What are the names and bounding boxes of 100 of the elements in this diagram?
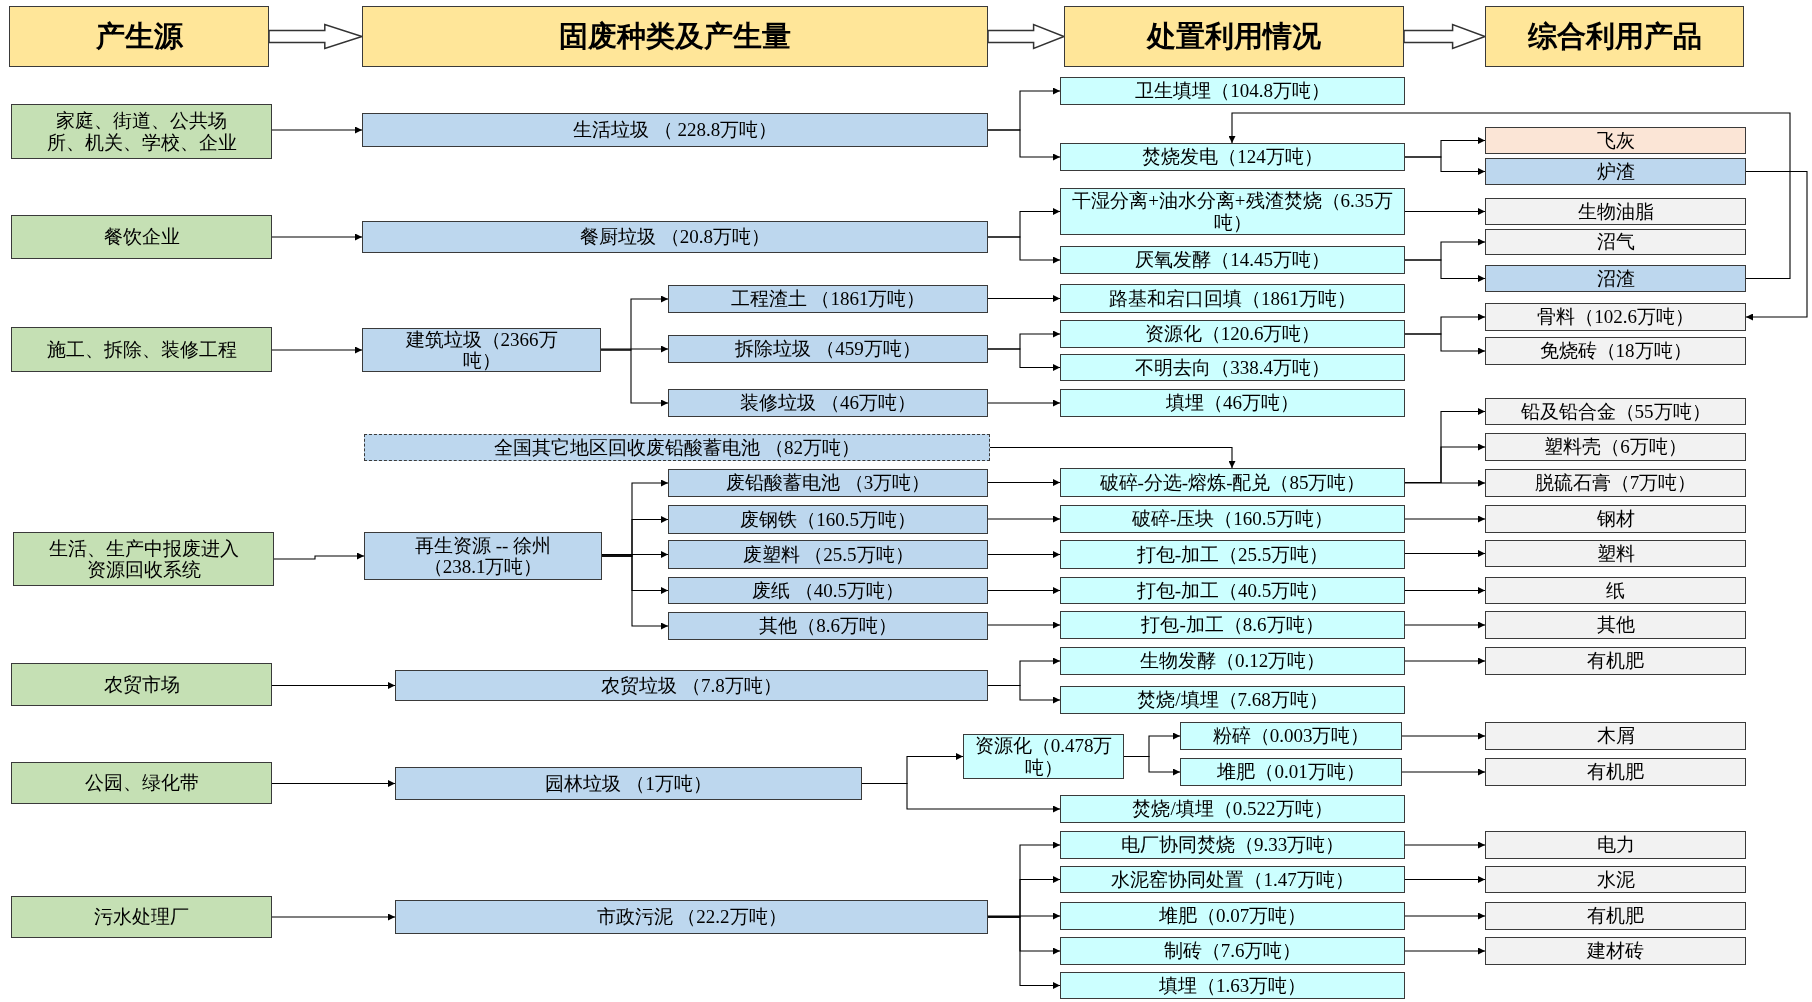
product-box: 纸: [1485, 577, 1746, 604]
process-box: 水泥窑协同处置（1.47万吨）: [1060, 866, 1405, 893]
arrow: [1401, 768, 1486, 776]
process-box: 卫生填埋（104.8万吨）: [1060, 77, 1405, 105]
arrow: [1404, 876, 1486, 883]
arrow: [987, 479, 1061, 486]
process-box: 生物发酵（0.12万吨）: [1060, 647, 1405, 675]
process-box: 资源化（120.6万吨）: [1060, 320, 1405, 348]
product-box: 铅及铅合金（55万吨）: [1485, 398, 1746, 425]
product-box: 沼气: [1485, 229, 1746, 255]
source-box: 公园、绿化带: [11, 762, 272, 804]
waste-box: 废塑料 （25.5万吨）: [668, 540, 988, 569]
hollow-arrow: [987, 23, 1067, 50]
arrow: [1404, 550, 1486, 557]
process-box: 破碎-分选-熔炼-配兑（85万吨）: [1060, 468, 1405, 497]
waste-box: 再生资源 -- 徐州（238.1万吨）: [364, 532, 602, 580]
process-box: 填埋（1.63万吨）: [1060, 972, 1405, 999]
waste-box: 拆除垃圾 （459万吨）: [668, 335, 988, 363]
arrow: [271, 682, 396, 689]
waste-box: 建筑垃圾（2366万吨）: [362, 328, 601, 372]
arrow: [1404, 947, 1486, 955]
process-box: 粉碎（0.003万吨）: [1180, 722, 1402, 750]
arrow: [1404, 156, 1486, 175]
source-box: 污水处理厂: [11, 896, 272, 938]
arrow: [987, 515, 1061, 523]
arrow: [1404, 208, 1486, 215]
arrow: [1404, 333, 1486, 355]
process-box: 电厂协同焚烧（9.33万吨）: [1060, 831, 1405, 859]
process-box: 厌氧发酵（14.45万吨）: [1060, 246, 1405, 274]
product-box: 建材砖: [1485, 937, 1746, 965]
product-box: 骨料（102.6万吨）: [1485, 303, 1746, 331]
product-box: 免烧砖（18万吨）: [1485, 337, 1746, 365]
source-box: 施工、拆除、装修工程: [11, 327, 272, 372]
column-header: 产生源: [9, 6, 269, 67]
process-box: 干湿分离+油水分离+残渣焚烧（6.35万吨）: [1060, 188, 1405, 235]
arrow: [271, 913, 396, 921]
column-header: 固废种类及产生量: [362, 6, 988, 67]
waste-box: 生活垃圾 （ 228.8万吨）: [362, 113, 988, 147]
product-box: 有机肥: [1485, 647, 1746, 675]
arrow: [987, 129, 1061, 161]
arrow: [1401, 732, 1486, 740]
arrow: [601, 551, 669, 558]
arrow: [987, 348, 1061, 371]
source-box: 家庭、街道、公共场所、机关、学校、企业: [11, 104, 272, 159]
process-box: 焚烧发电（124万吨）: [1060, 143, 1405, 171]
waste-box: 装修垃圾 （46万吨）: [668, 389, 988, 417]
product-box: 飞灰: [1485, 127, 1746, 154]
arrow: [271, 233, 363, 241]
process-box: 制砖（7.6万吨）: [1060, 937, 1405, 965]
process-box: 打包-加工（8.6万吨）: [1060, 611, 1405, 639]
arrow: [987, 295, 1061, 302]
arrow: [987, 912, 1061, 920]
process-box: 焚烧/填埋（7.68万吨）: [1060, 686, 1405, 714]
process-box: 填埋（46万吨）: [1060, 389, 1405, 417]
arrow: [987, 587, 1061, 594]
process-box: 打包-加工（40.5万吨）: [1060, 577, 1405, 604]
waste-box: 废铅酸蓄电池 （3万吨）: [668, 469, 988, 497]
arrow: [987, 236, 1061, 264]
arrow: [1745, 170, 1808, 321]
arrow: [600, 345, 669, 353]
product-box: 塑料壳（6万吨）: [1485, 433, 1746, 461]
column-header: 处置利用情况: [1064, 6, 1404, 67]
arrow: [987, 621, 1061, 629]
product-box: 木屑: [1485, 722, 1746, 750]
hollow-arrow: [268, 23, 365, 50]
arrow: [1228, 112, 1791, 280]
arrow: [271, 126, 363, 134]
product-box: 钢材: [1485, 505, 1746, 533]
arrow: [1404, 912, 1486, 920]
waste-box: 餐厨垃圾 （20.8万吨）: [362, 221, 988, 253]
arrow: [987, 684, 1061, 704]
product-box: 塑料: [1485, 540, 1746, 567]
product-box: 脱硫石膏（7万吨）: [1485, 469, 1746, 497]
arrow: [1123, 755, 1181, 776]
process-box: 焚烧/填埋（0.522万吨）: [1060, 795, 1405, 823]
arrow: [1404, 259, 1486, 282]
waste-box: 工程渣土 （1861万吨）: [668, 285, 988, 313]
product-box: 有机肥: [1485, 902, 1746, 930]
process-box: 破碎-压块（160.5万吨）: [1060, 505, 1405, 533]
process-box: 资源化（0.478万吨）: [963, 734, 1124, 779]
arrow: [1404, 657, 1486, 665]
product-box: 水泥: [1485, 866, 1746, 893]
process-box: 不明去向（338.4万吨）: [1060, 354, 1405, 381]
arrow: [1404, 841, 1486, 849]
process-box: 打包-加工（25.5万吨）: [1060, 540, 1405, 569]
arrow: [1404, 621, 1486, 629]
arrow: [601, 555, 669, 630]
process-box: 路基和宕口回填（1861万吨）: [1060, 284, 1405, 313]
source-box: 生活、生产中报废进入资源回收系统: [13, 532, 274, 586]
process-box: 堆肥（0.07万吨）: [1060, 902, 1405, 930]
column-header: 综合利用产品: [1485, 6, 1744, 67]
arrow: [273, 552, 365, 560]
product-box: 电力: [1485, 831, 1746, 859]
waste-box: 其他（8.6万吨）: [668, 612, 988, 640]
product-box: 生物油脂: [1485, 198, 1746, 225]
waste-box: 市政污泥 （22.2万吨）: [395, 900, 988, 934]
product-box: 其他: [1485, 611, 1746, 639]
source-box: 餐饮企业: [11, 215, 272, 259]
process-box: 堆肥（0.01万吨）: [1180, 758, 1402, 786]
arrow: [600, 349, 669, 407]
